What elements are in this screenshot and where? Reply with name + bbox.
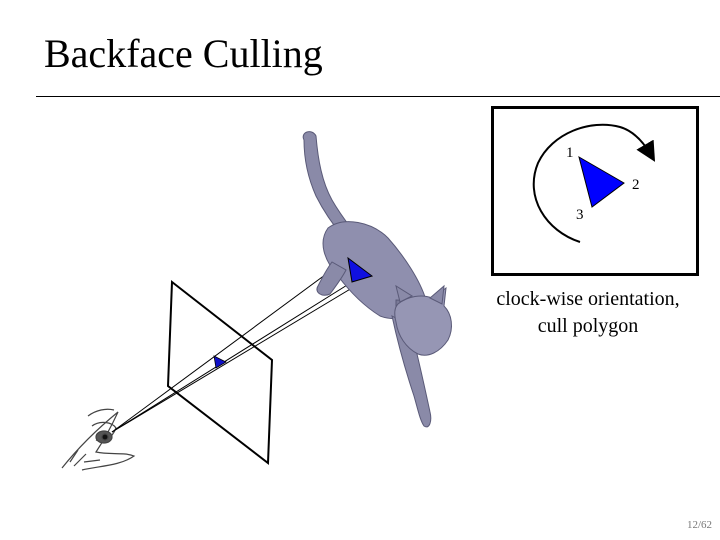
orientation-triangle (578, 155, 625, 208)
caption-line-1: clock-wise orientation, (496, 288, 680, 310)
projection-plane (166, 280, 274, 465)
clockwise-arrow (532, 123, 656, 243)
vertex-label-2: 2 (632, 177, 640, 193)
slide-title: Backface Culling (44, 31, 323, 76)
vertex-label-3: 3 (576, 207, 584, 223)
title-divider (36, 96, 720, 97)
cat-surface-triangle (347, 256, 374, 283)
vertex-label-1: 1 (566, 145, 574, 161)
cat-model (302, 131, 452, 428)
orientation-diagram: 1 2 3 (532, 123, 656, 243)
projected-triangle (213, 355, 227, 369)
projection-rays (111, 257, 373, 433)
caption-line-2: cull polygon (537, 315, 639, 337)
inset-caption: clock-wise orientation, cull polygon (470, 286, 706, 340)
eye-icon (61, 408, 136, 471)
orientation-inset: 1 2 3 (491, 106, 699, 276)
slide-number: 12/62 (686, 519, 712, 531)
